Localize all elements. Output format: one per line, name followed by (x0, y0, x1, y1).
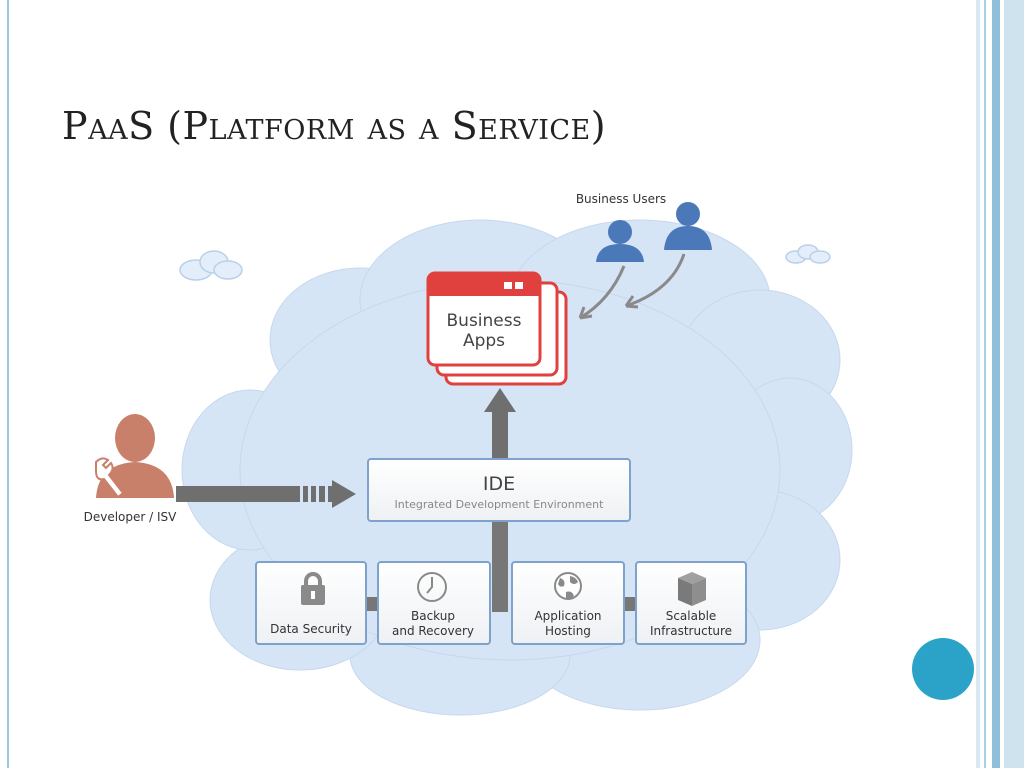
service-label: Infrastructure (650, 624, 732, 638)
slide-title: PaaS (Platform as a Service) (62, 104, 607, 148)
developer-label: Developer / ISV (84, 510, 178, 524)
business-apps-label: Apps (463, 331, 505, 351)
business-user-icon (596, 220, 644, 262)
service-label: Backup (411, 609, 455, 623)
services-connector (366, 520, 636, 612)
small-cloud-left (179, 250, 243, 281)
ide-box (367, 458, 631, 522)
server-icon (678, 572, 706, 606)
developer-to-ide-arrow (176, 480, 356, 508)
ide-title: IDE (483, 473, 515, 495)
clock-icon (417, 572, 447, 602)
business-apps-label: Business (447, 311, 522, 331)
wrench-icon (95, 457, 125, 499)
lock-icon (301, 572, 325, 605)
service-label: Application (534, 609, 601, 623)
business-apps-icon (426, 271, 568, 386)
service-box-hosting: Application Hosting (511, 561, 625, 645)
slide-frame-left (7, 0, 9, 768)
developer-icon (96, 414, 174, 498)
small-cloud-right (785, 244, 831, 264)
service-box-backup: Backup and Recovery (377, 561, 491, 645)
service-label: Hosting (545, 624, 591, 638)
service-box-data-security: Data Security (255, 561, 367, 645)
service-label: Data Security (270, 622, 352, 636)
service-box-infrastructure: Scalable Infrastructure (635, 561, 747, 645)
ide-to-apps-arrow (484, 388, 516, 462)
service-label: Scalable (666, 609, 717, 623)
business-users-label: Business Users (576, 192, 666, 206)
globe-icon (554, 572, 582, 600)
user-to-apps-arrows (578, 253, 686, 320)
slide-frame-right (976, 0, 1024, 768)
ide-subtitle: Integrated Development Environment (395, 498, 605, 511)
accent-circle (912, 638, 974, 700)
business-user-icon (664, 202, 712, 250)
service-label: and Recovery (392, 624, 474, 638)
